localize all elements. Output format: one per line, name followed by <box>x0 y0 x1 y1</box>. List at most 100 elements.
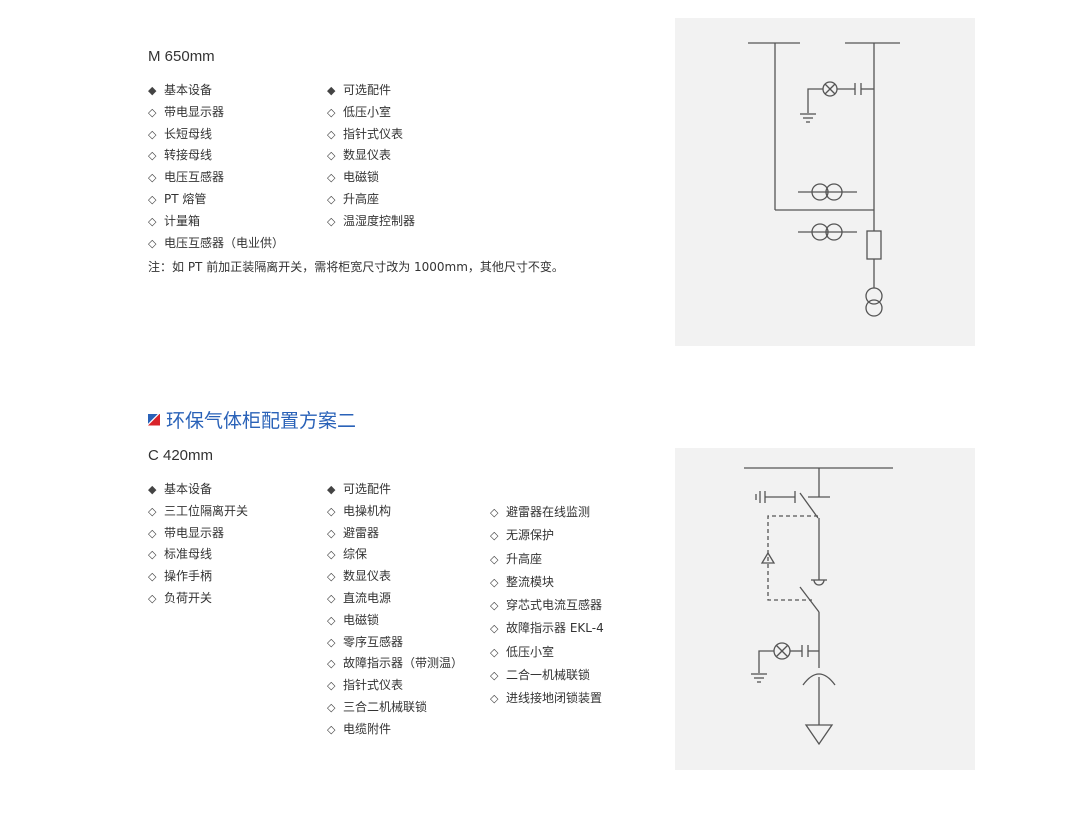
cabinet-width-1: M 650mm <box>148 48 215 65</box>
list-item: ◇ 数显仪表 <box>327 145 415 167</box>
hollow-diamond-icon: ◇ <box>148 171 157 185</box>
live-indicator-lamp-icon <box>800 81 874 123</box>
hollow-diamond-icon: ◇ <box>490 552 499 566</box>
basic-equipment-list-1: ◆基本设备◇带电显示器◇长短母线◇转接母线◇电压互感器◇PT 熔管◇计量箱◇电压… <box>148 80 284 254</box>
list-item: ◇穿芯式电流互感器 <box>490 594 604 617</box>
current-transformer-icon <box>798 223 857 241</box>
hollow-diamond-icon: ◇ <box>327 635 336 649</box>
list-item-label: 二合一机械联锁 <box>506 668 591 683</box>
list-item: ◇避雷器 <box>327 523 463 545</box>
hollow-diamond-icon: ◇ <box>148 149 157 163</box>
optional-parts-list-2: ◆可选配件◇电操机构◇避雷器◇综保◇数显仪表◇直流电源◇电磁锁◇零序互感器◇故障… <box>327 479 463 741</box>
list-item-label: 电磁锁 <box>343 170 380 185</box>
hollow-diamond-icon: ◇ <box>327 105 336 119</box>
list-item: ◇ 带电显示器 <box>148 102 284 124</box>
section-title: 环保气体柜配置方案二 <box>148 406 356 433</box>
filled-diamond-icon: ◆ <box>327 84 336 97</box>
list-item-label: 计量箱 <box>164 213 201 228</box>
hollow-diamond-icon: ◇ <box>148 127 157 141</box>
list-item-label: 负荷开关 <box>164 590 213 605</box>
list-item: ◇ 直流电源 <box>327 588 463 610</box>
hollow-diamond-icon: ◇ <box>327 171 336 185</box>
filled-diamond-icon: ◆ <box>327 483 336 496</box>
list-item-label: 转接母线 <box>164 148 213 163</box>
load-switch-blade-icon <box>799 586 820 613</box>
circuit-diagram-panel-1 <box>675 18 975 346</box>
list-item-label: 电压互感器（电业供） <box>164 235 285 250</box>
optional-parts-list-2b: ◇避雷器在线监测◇无源保护◇升高座◇整流模块◇穿芯式电流互感器◇故障指示器 EK… <box>490 501 604 711</box>
hollow-diamond-icon: ◇ <box>490 669 499 683</box>
list-item: ◇ 转接母线 <box>148 145 284 167</box>
hollow-diamond-icon: ◇ <box>327 548 336 562</box>
list-item-label: 带电显示器 <box>164 525 225 540</box>
list-item: ◇整流模块 <box>490 571 604 594</box>
list-item: ◇避雷器在线监测 <box>490 501 604 524</box>
hollow-diamond-icon: ◇ <box>327 722 336 736</box>
list-item: ◇电操机构 <box>327 501 463 523</box>
list-header: ◆ 可选配件 <box>327 80 415 102</box>
list-item-label: PT 熔管 <box>164 191 207 206</box>
list-item: ◇三工位隔离开关 <box>148 501 248 523</box>
hollow-diamond-icon: ◇ <box>327 700 336 714</box>
list-item: ◇故障指示器（带测温） <box>327 653 463 675</box>
list-item-label: 数显仪表 <box>343 148 392 163</box>
hollow-diamond-icon: ◇ <box>327 192 336 206</box>
list-item-label: 带电显示器 <box>164 104 225 119</box>
operating-mechanism-icon <box>760 551 776 564</box>
hollow-diamond-icon: ◇ <box>327 149 336 163</box>
list-item-label: 电缆附件 <box>343 721 392 736</box>
cable-head-icon <box>802 673 836 686</box>
hollow-diamond-icon: ◇ <box>148 504 157 518</box>
hollow-diamond-icon: ◇ <box>490 692 499 706</box>
list-item-label: 故障指示器 EKL-4 <box>506 621 604 636</box>
list-item-label: 操作手柄 <box>164 569 213 584</box>
list-item-label: 直流电源 <box>343 590 392 605</box>
list-item-label: 可选配件 <box>343 83 392 97</box>
list-item-label: 基本设备 <box>164 482 213 496</box>
list-item-label: 长短母线 <box>164 126 213 141</box>
list-item-label: 标准母线 <box>164 547 213 562</box>
hollow-diamond-icon: ◇ <box>490 622 499 636</box>
list-item: ◇ 升高座 <box>490 548 604 571</box>
list-item-label: 基本设备 <box>164 83 213 97</box>
list-item: ◇进线接地闭锁装置 <box>490 687 604 710</box>
list-item-label: 整流模块 <box>506 574 555 589</box>
earthing-switch-icon <box>755 491 796 503</box>
note-text: 注：如 PT 前加正装隔离开关，需将柜宽尺寸改为 1000mm，其他尺寸不变。 <box>148 260 564 274</box>
hollow-diamond-icon: ◇ <box>490 645 499 659</box>
list-item-label: 电磁锁 <box>343 612 380 627</box>
list-item: ◇指针式仪表 <box>327 675 463 697</box>
list-item-label: 综保 <box>343 547 368 562</box>
hollow-diamond-icon: ◇ <box>327 613 336 627</box>
list-item-label: 避雷器 <box>343 525 380 540</box>
list-item-label: 三合二机械联锁 <box>343 699 428 714</box>
live-indicator-lamp-icon <box>751 642 819 683</box>
list-item: ◇无源保护 <box>490 524 604 547</box>
list-item: ◇负荷开关 <box>148 588 248 610</box>
list-item: ◇ 标准母线 <box>148 544 248 566</box>
list-item-label: 电压互感器 <box>164 170 225 185</box>
list-item: ◇升高座 <box>327 189 415 211</box>
filled-diamond-icon: ◆ <box>148 483 157 496</box>
list-item: ◇PT 熔管 <box>148 189 284 211</box>
list-item-label: 升高座 <box>506 551 543 566</box>
list-item: ◇ 电压互感器 <box>148 167 284 189</box>
hollow-diamond-icon: ◇ <box>327 504 336 518</box>
list-item: ◇ 电磁锁 <box>327 167 415 189</box>
current-transformer-icon <box>798 183 857 201</box>
list-item-label: 指针式仪表 <box>343 126 404 141</box>
voltage-transformer-icon <box>865 287 883 317</box>
list-item: ◇低压小室 <box>327 102 415 124</box>
hollow-diamond-icon: ◇ <box>148 570 157 584</box>
hollow-diamond-icon: ◇ <box>327 591 336 605</box>
basic-equipment-list-2: ◆基本设备◇三工位隔离开关◇带电显示器◇标准母线◇操作手柄◇负荷开关 <box>148 479 248 610</box>
hollow-diamond-icon: ◇ <box>327 214 336 228</box>
hollow-diamond-icon: ◇ <box>148 105 157 119</box>
list-item: ◇ 操作手柄 <box>148 566 248 588</box>
list-item-label: 故障指示器（带测温） <box>343 656 464 671</box>
list-item: ◇温湿度控制器 <box>327 211 415 233</box>
list-item: ◇零序互感器 <box>327 632 463 654</box>
list-item-label: 避雷器在线监测 <box>506 505 591 519</box>
hollow-diamond-icon: ◇ <box>148 548 157 562</box>
